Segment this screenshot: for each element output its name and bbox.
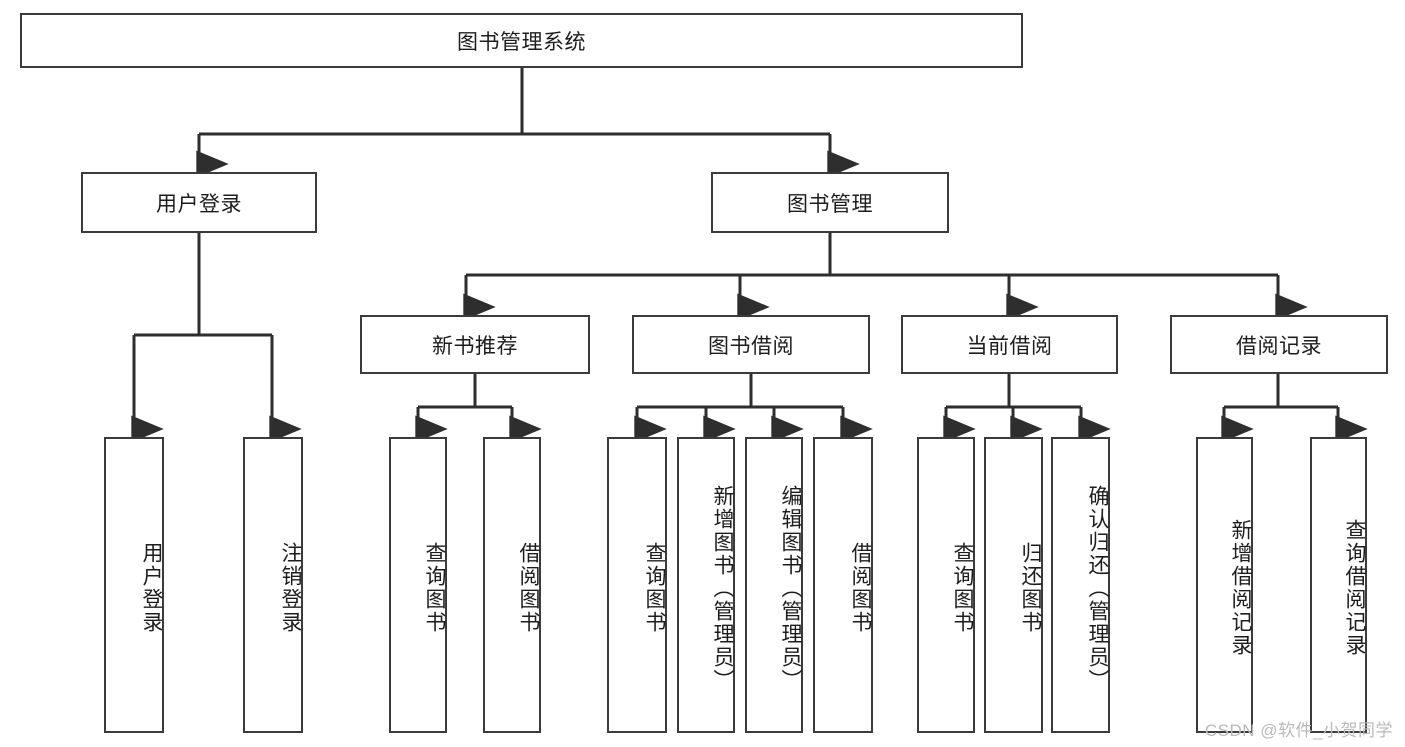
leaf-borrow-book-2-label: 借阅图书 bbox=[849, 542, 872, 634]
leaf-query-record[interactable]: 查询借阅记录 bbox=[1310, 437, 1367, 733]
leaf-query-book-3[interactable]: 查询图书 bbox=[917, 437, 975, 733]
node-root-label: 图书管理系统 bbox=[457, 30, 586, 54]
node-borrow-record[interactable]: 借阅记录 bbox=[1170, 315, 1388, 374]
node-book-borrow-label: 图书借阅 bbox=[708, 334, 794, 358]
node-book-manage-label: 图书管理 bbox=[787, 192, 873, 216]
leaf-borrow-book-1[interactable]: 借阅图书 bbox=[483, 437, 541, 733]
leaf-query-book-2[interactable]: 查询图书 bbox=[607, 437, 667, 733]
node-book-manage[interactable]: 图书管理 bbox=[711, 172, 949, 233]
node-book-borrow[interactable]: 图书借阅 bbox=[632, 315, 870, 374]
leaf-add-record-label: 新增借阅记录 bbox=[1229, 519, 1252, 657]
leaf-query-record-label: 查询借阅记录 bbox=[1343, 519, 1366, 657]
watermark: CSDN @软件_小贺同学 bbox=[1204, 721, 1393, 740]
leaf-query-book-1-label: 查询图书 bbox=[423, 542, 446, 634]
leaf-logout[interactable]: 注销登录 bbox=[243, 437, 303, 733]
leaf-query-book-2-label: 查询图书 bbox=[643, 542, 666, 634]
leaf-borrow-book-1-label: 借阅图书 bbox=[517, 542, 540, 634]
leaf-return-book[interactable]: 归还图书 bbox=[984, 437, 1043, 733]
node-current-borrow-label: 当前借阅 bbox=[966, 334, 1053, 358]
node-user-login[interactable]: 用户登录 bbox=[81, 172, 317, 233]
leaf-query-book-1[interactable]: 查询图书 bbox=[389, 437, 447, 733]
leaf-user-login-label: 用户登录 bbox=[140, 542, 163, 634]
node-new-book-recommend[interactable]: 新书推荐 bbox=[360, 315, 590, 374]
leaf-return-book-label: 归还图书 bbox=[1019, 542, 1042, 634]
leaf-query-book-3-label: 查询图书 bbox=[951, 542, 974, 634]
leaf-confirm-return[interactable]: 确认归还（管理员） bbox=[1051, 437, 1110, 733]
leaf-edit-book[interactable]: 编辑图书（管理员） bbox=[745, 437, 803, 733]
node-borrow-record-label: 借阅记录 bbox=[1236, 334, 1322, 358]
leaf-edit-book-label: 编辑图书（管理员） bbox=[779, 484, 802, 692]
node-current-borrow[interactable]: 当前借阅 bbox=[901, 315, 1118, 374]
leaf-add-book-label: 新增图书（管理员） bbox=[711, 484, 734, 692]
leaf-add-record[interactable]: 新增借阅记录 bbox=[1196, 437, 1253, 733]
leaf-logout-label: 注销登录 bbox=[279, 542, 302, 634]
leaf-user-login[interactable]: 用户登录 bbox=[104, 437, 164, 733]
node-root[interactable]: 图书管理系统 bbox=[20, 13, 1023, 68]
node-new-book-recommend-label: 新书推荐 bbox=[432, 334, 518, 358]
node-user-login-label: 用户登录 bbox=[156, 192, 242, 216]
leaf-confirm-return-label: 确认归还（管理员） bbox=[1086, 484, 1109, 692]
leaf-borrow-book-2[interactable]: 借阅图书 bbox=[813, 437, 873, 733]
leaf-add-book[interactable]: 新增图书（管理员） bbox=[677, 437, 735, 733]
